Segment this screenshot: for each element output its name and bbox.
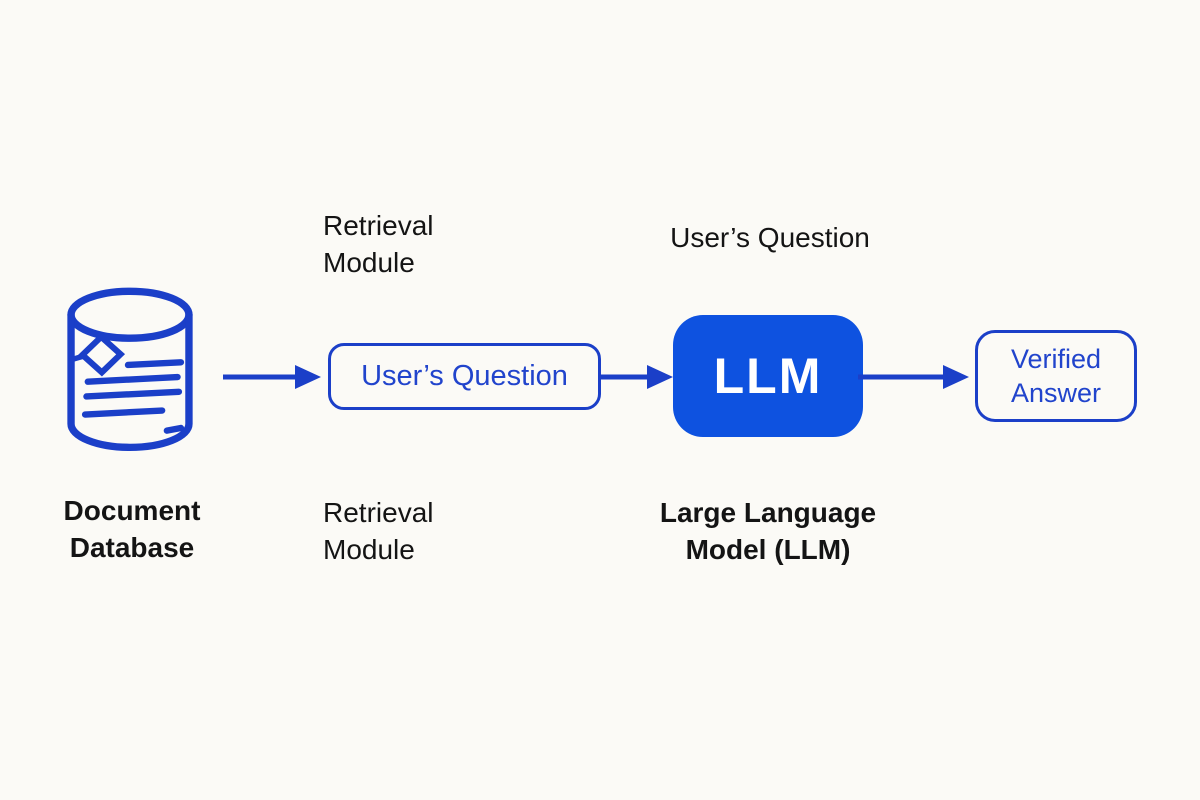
database-icon [63, 286, 197, 458]
arrow-llm-to-answer [858, 363, 971, 391]
users-question-node: User’s Question [328, 343, 601, 410]
database-caption: Document Database [63, 495, 201, 563]
llm-bottom-label: Large Language Model (LLM) [659, 497, 877, 565]
verified-answer-node: Verified Answer [975, 330, 1137, 422]
arrow-retrieval-to-llm [598, 363, 675, 391]
llm-node: LLM [673, 315, 863, 437]
users-question-top-label: User’s Question [670, 222, 870, 253]
arrow-database-to-retrieval [223, 363, 323, 391]
retrieval-module-bottom-label: Retrieval Module [323, 497, 434, 565]
retrieval-module-top-label: Retrieval Module [323, 210, 434, 278]
